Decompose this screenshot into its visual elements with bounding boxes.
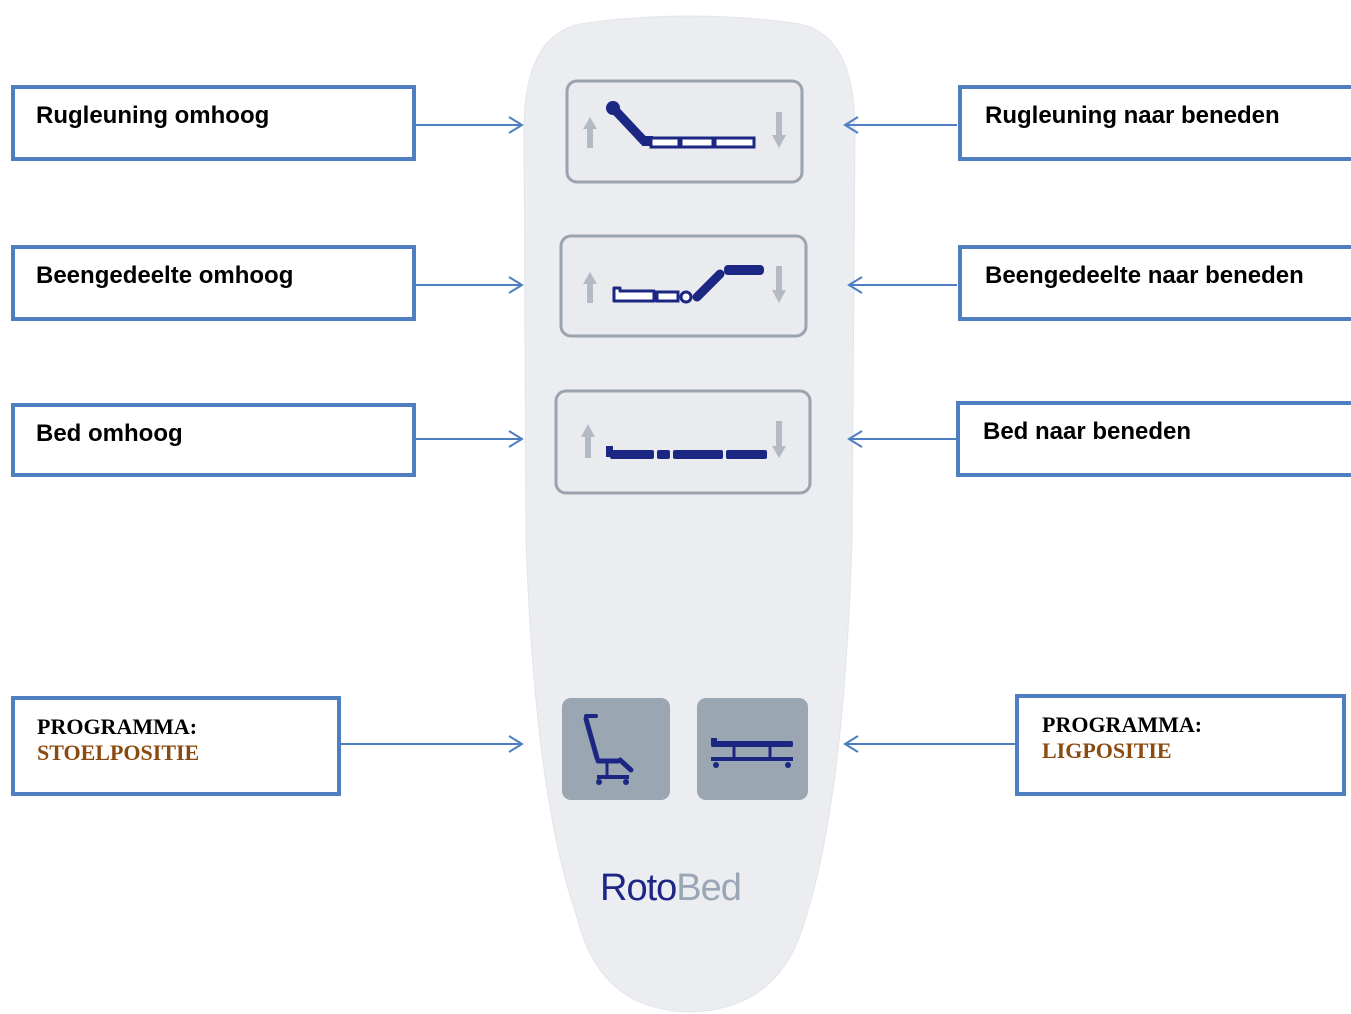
brand-logo: RotoBed	[600, 867, 742, 910]
brand-part-bed: Bed	[676, 867, 742, 909]
brand-part-roto: Roto	[600, 867, 677, 909]
callout-backrest-up: Rugleuning omhoog	[11, 85, 416, 161]
callout-chair-program: PROGRAMMA: STOELPOSITIE	[11, 696, 341, 796]
flat-position-icon	[711, 738, 793, 768]
bed-height-adjust-icon	[581, 421, 786, 459]
label-chair-program: PROGRAMMA: STOELPOSITIE	[37, 714, 199, 766]
label-leg-down: Beengedeelte naar beneden	[985, 262, 1304, 289]
callout-leg-up: Beengedeelte omhoog	[11, 245, 416, 321]
label-leg-up: Beengedeelte omhoog	[36, 262, 294, 289]
backrest-adjust-icon	[583, 101, 786, 149]
label-backrest-up: Rugleuning omhoog	[36, 102, 270, 129]
flat-program-button[interactable]	[697, 698, 808, 800]
callout-backrest-down: Rugleuning naar beneden	[958, 85, 1351, 161]
bed-height-button[interactable]	[554, 389, 812, 495]
chair-program-title: PROGRAMMA:	[37, 714, 198, 739]
flat-program-title: PROGRAMMA:	[1042, 712, 1203, 737]
label-bed-down: Bed naar beneden	[983, 418, 1192, 445]
chair-position-icon	[583, 714, 634, 785]
chair-program-button[interactable]	[562, 698, 670, 800]
label-bed-up: Bed omhoog	[36, 420, 183, 447]
label-flat-program: PROGRAMMA: LIGPOSITIE	[1042, 712, 1202, 764]
callout-bed-down: Bed naar beneden	[956, 401, 1351, 477]
callout-leg-down: Beengedeelte naar beneden	[958, 245, 1351, 321]
leg-section-button[interactable]	[559, 234, 808, 338]
label-backrest-down: Rugleuning naar beneden	[985, 102, 1280, 129]
backrest-button[interactable]	[565, 79, 804, 184]
flat-program-name: LIGPOSITIE	[1042, 738, 1172, 763]
callout-bed-up: Bed omhoog	[11, 403, 416, 477]
leg-section-adjust-icon	[583, 265, 786, 304]
chair-program-name: STOELPOSITIE	[37, 740, 200, 765]
callout-flat-program: PROGRAMMA: LIGPOSITIE	[1015, 694, 1346, 796]
